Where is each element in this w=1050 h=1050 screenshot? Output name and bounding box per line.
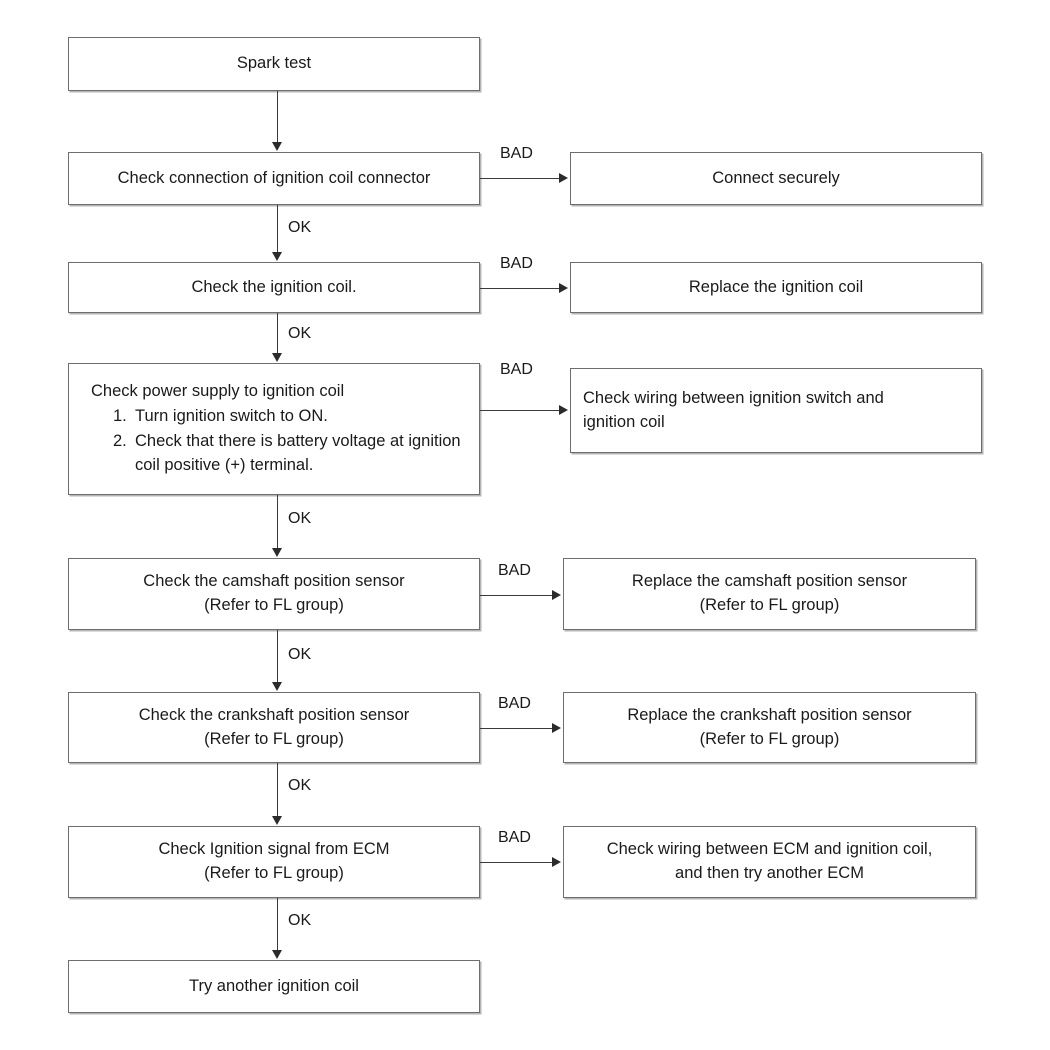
connector-cmp-to-ckp xyxy=(277,630,278,683)
edge-label-ok: OK xyxy=(288,325,312,342)
node-check-ckp-line2: (Refer to FL group) xyxy=(204,729,344,748)
node-check-connection-label: Check connection of ignition coil connec… xyxy=(117,168,431,187)
arrowhead-down xyxy=(271,142,282,151)
arrowhead-down xyxy=(271,816,282,825)
arrowhead-right xyxy=(552,722,561,733)
list-item-text: Check that there is battery voltage at i… xyxy=(135,432,461,474)
node-check-wiring-switch-line2: ignition coil xyxy=(583,412,665,431)
node-try-another-coil[interactable]: Try another ignition coil xyxy=(68,960,480,1013)
edge-label-bad: BAD xyxy=(500,145,533,162)
node-check-coil[interactable]: Check the ignition coil. xyxy=(68,262,480,313)
edge-label-ok: OK xyxy=(288,646,312,663)
edge-label-ok: OK xyxy=(288,912,312,929)
edge-label-bad: BAD xyxy=(500,361,533,378)
connector-bad-ecm xyxy=(480,862,553,863)
node-connect-securely-label: Connect securely xyxy=(712,168,840,187)
node-check-wiring-ecm-line2: and then try another ECM xyxy=(675,864,864,882)
list-item: 1. Turn ignition switch to ON. xyxy=(91,405,469,429)
node-check-cmp[interactable]: Check the camshaft position sensor (Refe… xyxy=(68,558,480,630)
edge-label-bad: BAD xyxy=(498,562,531,579)
connector-coil-to-power xyxy=(277,313,278,354)
edge-label-bad: BAD xyxy=(500,255,533,272)
node-check-power-supply-list: 1. Turn ignition switch to ON. 2. Check … xyxy=(91,405,469,478)
node-check-wiring-switch[interactable]: Check wiring between ignition switch and… xyxy=(570,368,982,453)
connector-bad-ckp xyxy=(480,728,553,729)
edge-label-bad: BAD xyxy=(498,695,531,712)
connector-power-to-cmp xyxy=(277,495,278,549)
connector-ecm-to-try xyxy=(277,898,278,951)
node-check-ecm-signal-line1: Check Ignition signal from ECM xyxy=(158,840,390,859)
arrowhead-right xyxy=(559,282,568,293)
arrowhead-right xyxy=(559,404,568,415)
node-check-ckp[interactable]: Check the crankshaft position sensor (Re… xyxy=(68,692,480,763)
arrowhead-down xyxy=(271,548,282,557)
list-item: 2. Check that there is battery voltage a… xyxy=(91,430,469,478)
node-replace-coil-label: Replace the ignition coil xyxy=(688,277,864,296)
arrowhead-right xyxy=(559,172,568,183)
connector-ckp-to-ecm xyxy=(277,763,278,817)
node-try-another-coil-label: Try another ignition coil xyxy=(189,976,359,995)
connector-connection-to-coil xyxy=(277,205,278,253)
node-replace-coil[interactable]: Replace the ignition coil xyxy=(570,262,982,313)
node-check-wiring-ecm-line1: Check wiring between ECM and ignition co… xyxy=(606,840,933,859)
list-item-number: 2. xyxy=(113,432,127,450)
node-spark-test[interactable]: Spark test xyxy=(68,37,480,91)
node-replace-cmp[interactable]: Replace the camshaft position sensor (Re… xyxy=(563,558,976,630)
arrowhead-down xyxy=(271,353,282,362)
node-check-ecm-signal-line2: (Refer to FL group) xyxy=(204,864,344,882)
node-check-coil-label: Check the ignition coil. xyxy=(191,277,357,296)
node-check-power-supply-heading: Check power supply to ignition coil xyxy=(91,382,345,401)
node-check-cmp-line1: Check the camshaft position sensor xyxy=(143,572,405,591)
connector-bad-coil xyxy=(480,288,560,289)
node-check-ecm-signal[interactable]: Check Ignition signal from ECM (Refer to… xyxy=(68,826,480,898)
node-replace-ckp[interactable]: Replace the crankshaft position sensor (… xyxy=(563,692,976,763)
connector-bad-cmp xyxy=(480,595,553,596)
edge-label-bad: BAD xyxy=(498,829,531,846)
arrowhead-right xyxy=(552,856,561,867)
list-item-number: 1. xyxy=(113,407,127,426)
node-replace-ckp-line1: Replace the crankshaft position sensor xyxy=(627,705,912,724)
edge-label-ok: OK xyxy=(288,219,312,236)
arrowhead-down xyxy=(271,682,282,691)
node-replace-cmp-line1: Replace the camshaft position sensor xyxy=(631,572,908,591)
node-check-connection[interactable]: Check connection of ignition coil connec… xyxy=(68,152,480,205)
node-check-wiring-switch-line1: Check wiring between ignition switch and xyxy=(583,388,884,407)
node-replace-ckp-line2: (Refer to FL group) xyxy=(699,729,840,748)
node-check-power-supply[interactable]: Check power supply to ignition coil 1. T… xyxy=(68,363,480,495)
arrowhead-right xyxy=(552,589,561,600)
edge-label-ok: OK xyxy=(288,777,312,794)
list-item-text: Turn ignition switch to ON. xyxy=(135,407,328,426)
node-check-wiring-ecm[interactable]: Check wiring between ECM and ignition co… xyxy=(563,826,976,898)
node-connect-securely[interactable]: Connect securely xyxy=(570,152,982,205)
node-check-cmp-line2: (Refer to FL group) xyxy=(204,596,344,614)
connector-spark-to-connection xyxy=(277,91,278,143)
arrowhead-down xyxy=(271,252,282,261)
node-spark-test-label: Spark test xyxy=(236,54,312,73)
node-replace-cmp-line2: (Refer to FL group) xyxy=(699,596,840,614)
node-check-ckp-line1: Check the crankshaft position sensor xyxy=(138,705,410,724)
edge-label-ok: OK xyxy=(288,510,312,527)
connector-bad-power xyxy=(480,410,560,411)
arrowhead-down xyxy=(271,950,282,959)
connector-bad-connection xyxy=(480,178,560,179)
